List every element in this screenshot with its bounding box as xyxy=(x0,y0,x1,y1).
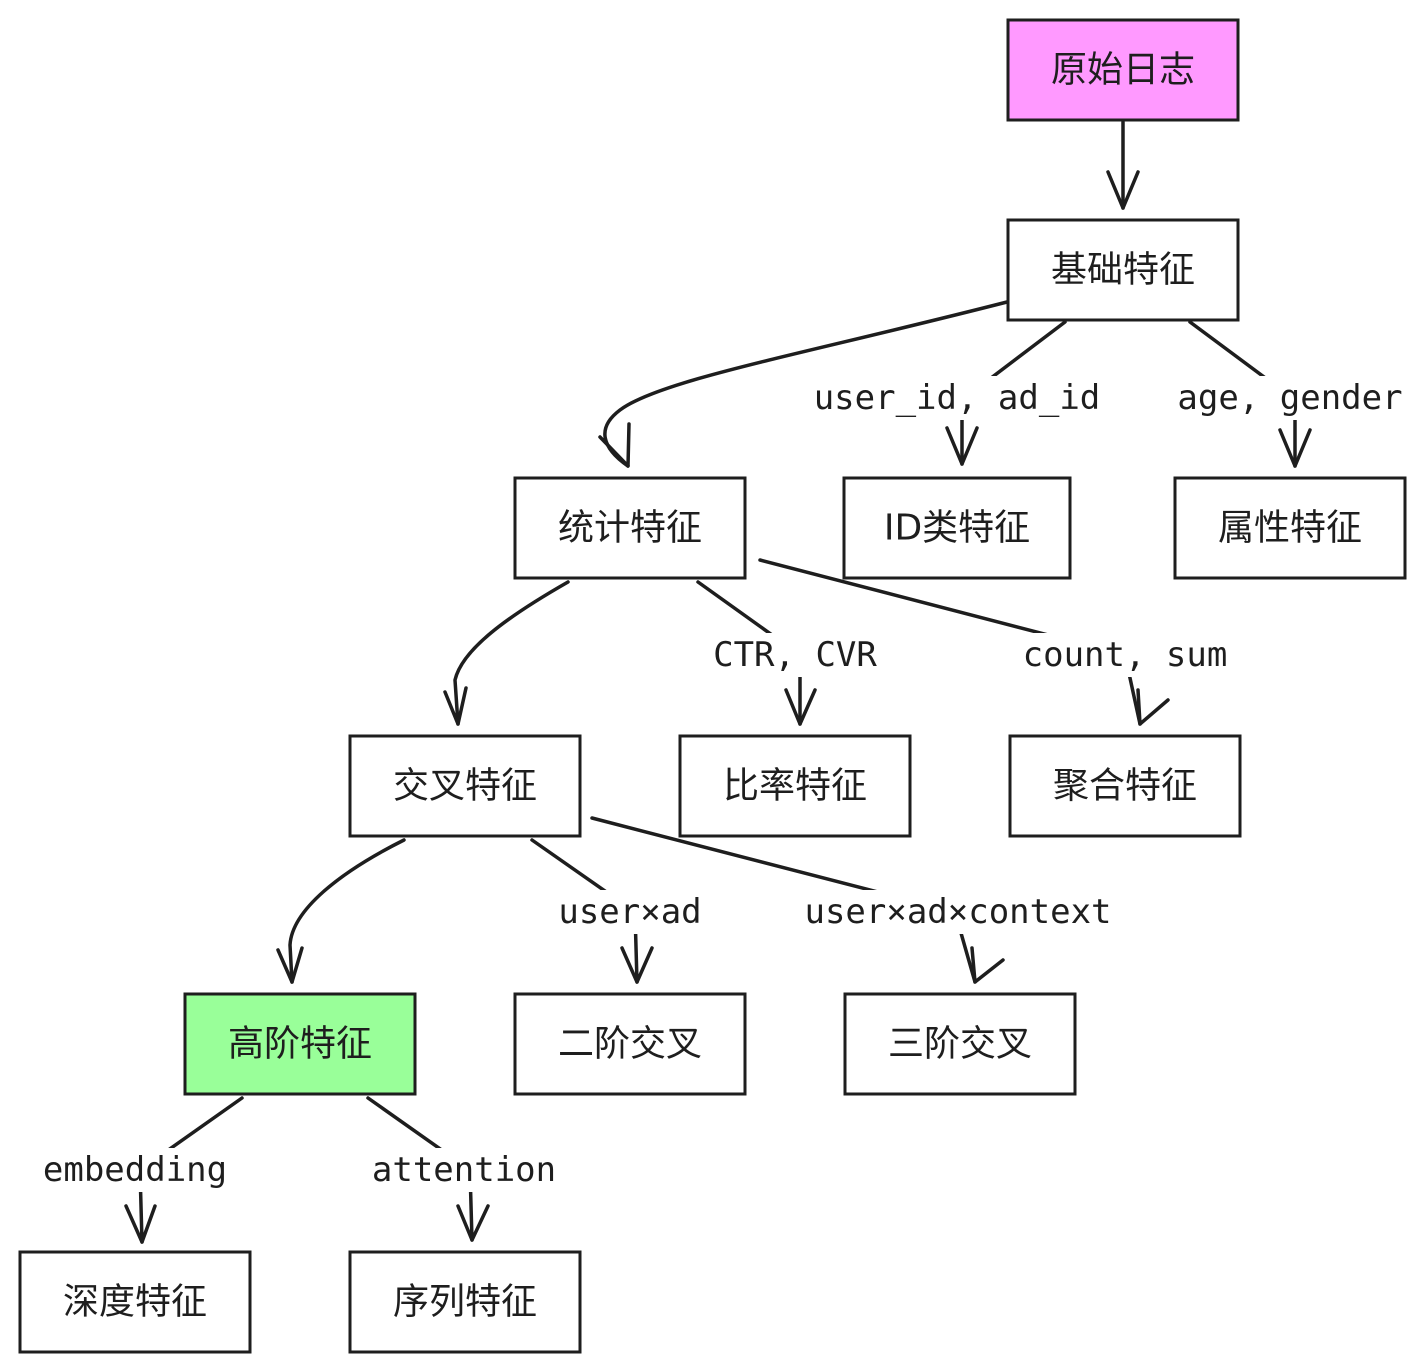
edge-label: CTR, CVR xyxy=(713,635,877,675)
edge-cross-to-third-order: user×ad×context xyxy=(590,816,1128,984)
edge-stats-to-ratio: CTR, CVR xyxy=(690,580,900,726)
edge-label-background xyxy=(35,1148,235,1192)
node-aggregate-features: 聚合特征 xyxy=(1008,734,1242,838)
node-box xyxy=(183,992,417,1096)
node-box xyxy=(1173,476,1407,580)
node-basic-features: 基础特征 xyxy=(1006,218,1240,322)
arrow-head xyxy=(443,686,468,726)
edge-label: user×ad×context xyxy=(804,892,1111,932)
node-label: 高阶特征 xyxy=(228,1024,372,1065)
node-third-order-cross: 三阶交叉 xyxy=(843,992,1077,1096)
arrow-head xyxy=(1278,428,1312,468)
edge-label: user_id, ad_id xyxy=(814,378,1101,418)
node-label: ID类特征 xyxy=(884,508,1030,549)
edge-label-background xyxy=(690,633,900,677)
node-raw-logs: 原始日志 xyxy=(1006,18,1240,122)
edge-high-order-to-deep: embedding xyxy=(35,1096,244,1244)
node-box xyxy=(348,734,582,838)
node-deep-features: 深度特征 xyxy=(18,1250,252,1354)
node-ratio-features: 比率特征 xyxy=(678,734,912,838)
edges: user_id, ad_id age, gender CTR, CVR coun… xyxy=(35,120,1403,1244)
node-statistical-features: 统计特征 xyxy=(513,476,747,580)
edge-label-background xyxy=(1177,376,1403,420)
node-second-order-cross: 二阶交叉 xyxy=(513,992,747,1096)
node-box xyxy=(678,734,912,838)
edge-label: attention xyxy=(372,1150,556,1190)
node-box xyxy=(1006,218,1240,322)
edge-stats-to-aggregate: count, sum xyxy=(758,558,1233,726)
edge-label: embedding xyxy=(43,1150,227,1190)
arrow-head xyxy=(1136,688,1170,726)
arrow-head xyxy=(124,1204,157,1244)
edge-label-background xyxy=(790,890,1128,934)
node-box xyxy=(842,476,1072,580)
arrow-head xyxy=(945,426,979,466)
node-box xyxy=(1006,18,1240,122)
node-label: 基础特征 xyxy=(1051,250,1195,291)
edge-raw-logs-to-basic xyxy=(1106,120,1140,210)
node-label: 交叉特征 xyxy=(393,766,537,807)
edge-basic-to-id-class: user_id, ad_id xyxy=(814,320,1101,466)
arrow-head xyxy=(784,688,817,726)
edge-label-background xyxy=(815,376,1100,420)
node-box xyxy=(348,1250,582,1354)
node-box xyxy=(18,1250,252,1354)
node-label: 属性特征 xyxy=(1218,508,1362,549)
node-sequence-features: 序列特征 xyxy=(348,1250,582,1354)
node-label: 统计特征 xyxy=(558,508,702,549)
node-label: 二阶交叉 xyxy=(558,1024,702,1065)
node-label: 比率特征 xyxy=(723,766,867,807)
arrow-head xyxy=(598,422,631,468)
node-box xyxy=(513,476,747,580)
arrow-head xyxy=(970,946,1005,984)
node-label: 原始日志 xyxy=(1051,50,1195,91)
arrow-head xyxy=(456,1204,490,1242)
node-label: 三阶交叉 xyxy=(888,1024,1032,1065)
arrow-head xyxy=(620,946,654,984)
edge-stats-to-cross xyxy=(443,580,570,726)
edge-label-background xyxy=(366,1148,562,1192)
arrow-head xyxy=(1106,170,1140,210)
nodes: 原始日志 基础特征 统计特征 ID类特征 属性特征 交叉特征 比率特征 xyxy=(18,18,1407,1354)
node-label: 聚合特征 xyxy=(1053,766,1197,807)
node-box xyxy=(843,992,1077,1096)
node-attribute-features: 属性特征 xyxy=(1173,476,1407,580)
edge-basic-to-attribute: age, gender xyxy=(1177,320,1403,468)
edge-label-background xyxy=(1017,633,1233,677)
edge-line xyxy=(453,580,570,726)
edge-basic-to-stats xyxy=(598,300,1009,468)
edge-line xyxy=(288,838,406,984)
edge-label-background xyxy=(548,890,712,934)
edge-cross-to-second-order: user×ad xyxy=(530,838,712,984)
node-high-order-features: 高阶特征 xyxy=(183,992,417,1096)
edge-label: count, sum xyxy=(1023,635,1228,675)
arrow-head xyxy=(276,946,304,984)
node-box xyxy=(1008,734,1242,838)
node-id-features: ID类特征 xyxy=(842,476,1072,580)
edge-line xyxy=(603,300,1009,468)
node-label: 深度特征 xyxy=(63,1282,207,1323)
node-cross-features: 交叉特征 xyxy=(348,734,582,838)
edge-high-order-to-sequence: attention xyxy=(366,1096,562,1242)
node-label: 序列特征 xyxy=(393,1282,537,1323)
edge-label: age, gender xyxy=(1177,378,1402,418)
edge-cross-to-high-order xyxy=(276,838,406,984)
edge-label: user×ad xyxy=(558,892,701,932)
node-box xyxy=(513,992,747,1096)
